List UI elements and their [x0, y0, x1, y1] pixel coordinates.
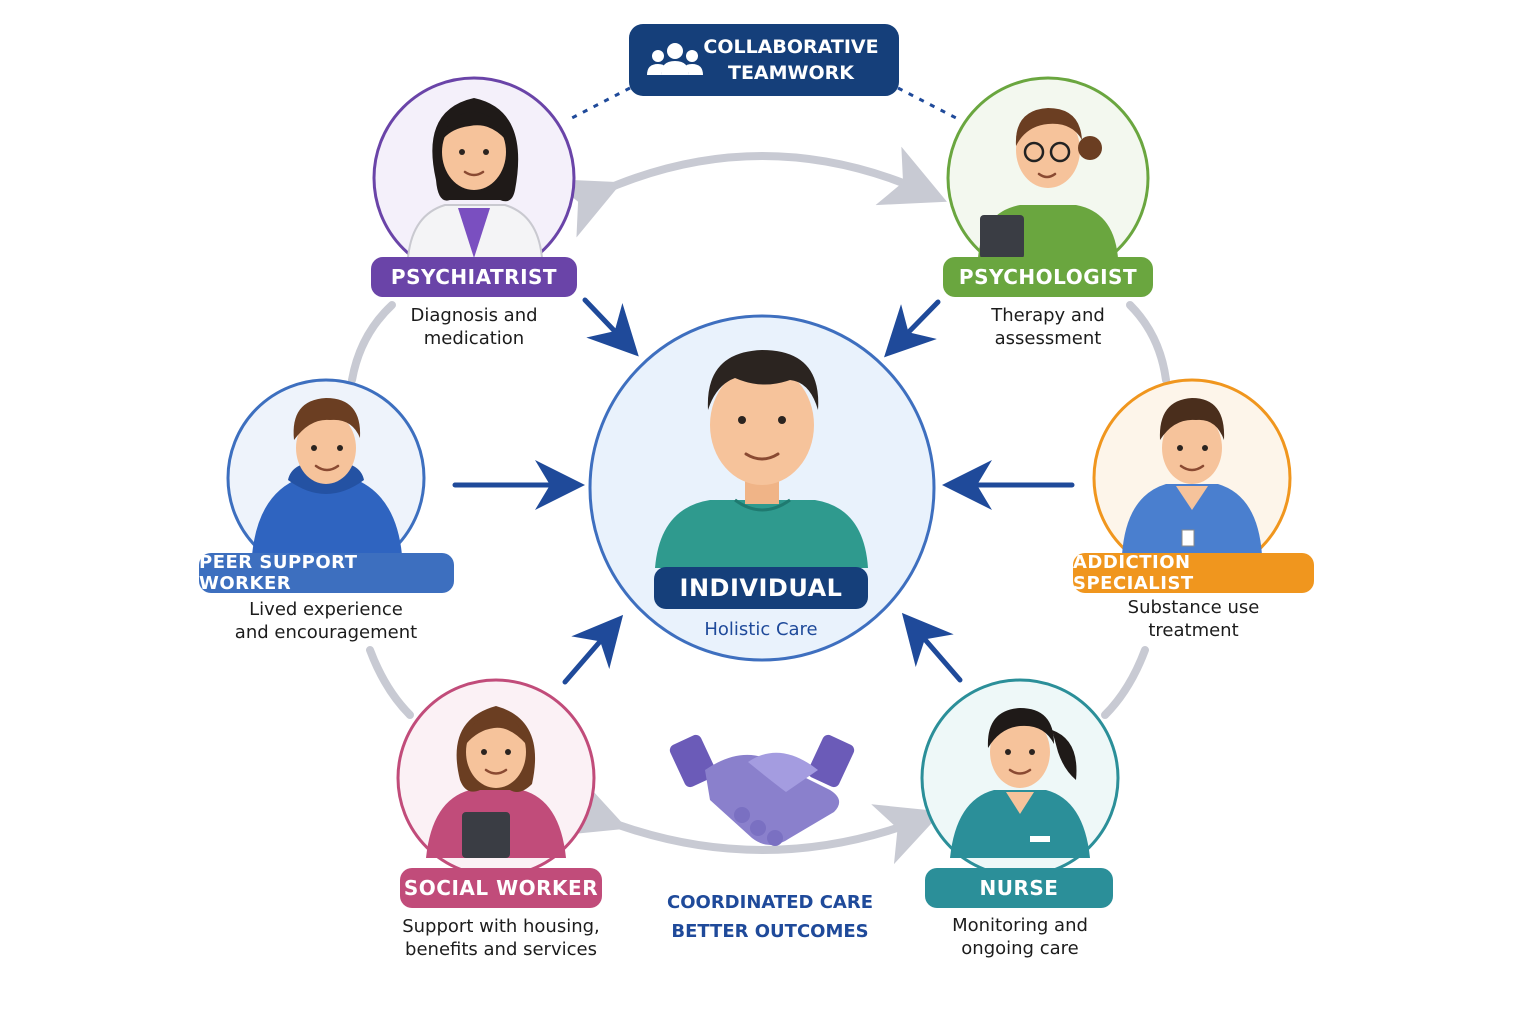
- center-arrows: [452, 297, 1075, 685]
- coordinated-care-caption: COORDINATED CARE BETTER OUTCOMES: [640, 888, 900, 946]
- badge-line-1: COLLABORATIVE: [703, 36, 879, 58]
- nurse-avatar: [950, 708, 1090, 858]
- collaborative-teamwork-badge: COLLABORATIVE TEAMWORK: [629, 24, 899, 96]
- social-worker-label: SOCIAL WORKER: [400, 868, 602, 908]
- badge-line-2: TEAMWORK: [727, 62, 854, 84]
- peer-support-worker-node: [226, 378, 426, 578]
- social-worker-description: Support with housing,benefits and servic…: [402, 916, 600, 960]
- arrow-from-psychiatrist: [582, 297, 639, 357]
- badge-title: COLLABORATIVE TEAMWORK: [701, 34, 881, 86]
- addiction-specialist-avatar: [1122, 398, 1262, 555]
- social-worker-node: [396, 678, 596, 878]
- individual-label: INDIVIDUAL: [654, 567, 868, 609]
- peer-support-worker-avatar: [252, 398, 402, 555]
- individual-avatar: [655, 350, 868, 568]
- handshake-icon: [669, 734, 855, 846]
- social-worker-avatar: [426, 706, 566, 858]
- holistic-care-subtitle: Holistic Care: [704, 619, 818, 640]
- arrow-from-psychologist: [884, 299, 941, 358]
- people-group-icon: [647, 43, 703, 75]
- nurse-node: [920, 678, 1120, 878]
- arrow-from-social-worker: [562, 614, 624, 685]
- nurse-label: NURSE: [925, 868, 1113, 908]
- caption-line-1: COORDINATED CARE: [667, 892, 873, 913]
- addiction-specialist-node: [1092, 378, 1292, 578]
- psychiatrist-label: PSYCHIATRIST: [371, 257, 577, 297]
- psychiatrist-avatar: [406, 98, 544, 259]
- psychologist-avatar: [978, 108, 1118, 259]
- arrow-from-nurse: [901, 612, 963, 683]
- psychiatrist-node: [372, 76, 576, 280]
- addiction-specialist-label: ADDICTION SPECIALIST: [1073, 552, 1314, 594]
- peer-support-worker-label: PEER SUPPORT WORKER: [199, 552, 454, 594]
- psychologist-label: PSYCHOLOGIST: [943, 257, 1153, 297]
- outer-ring: [348, 146, 1170, 865]
- psychologist-node: [946, 76, 1150, 280]
- caption-line-2: BETTER OUTCOMES: [671, 921, 869, 942]
